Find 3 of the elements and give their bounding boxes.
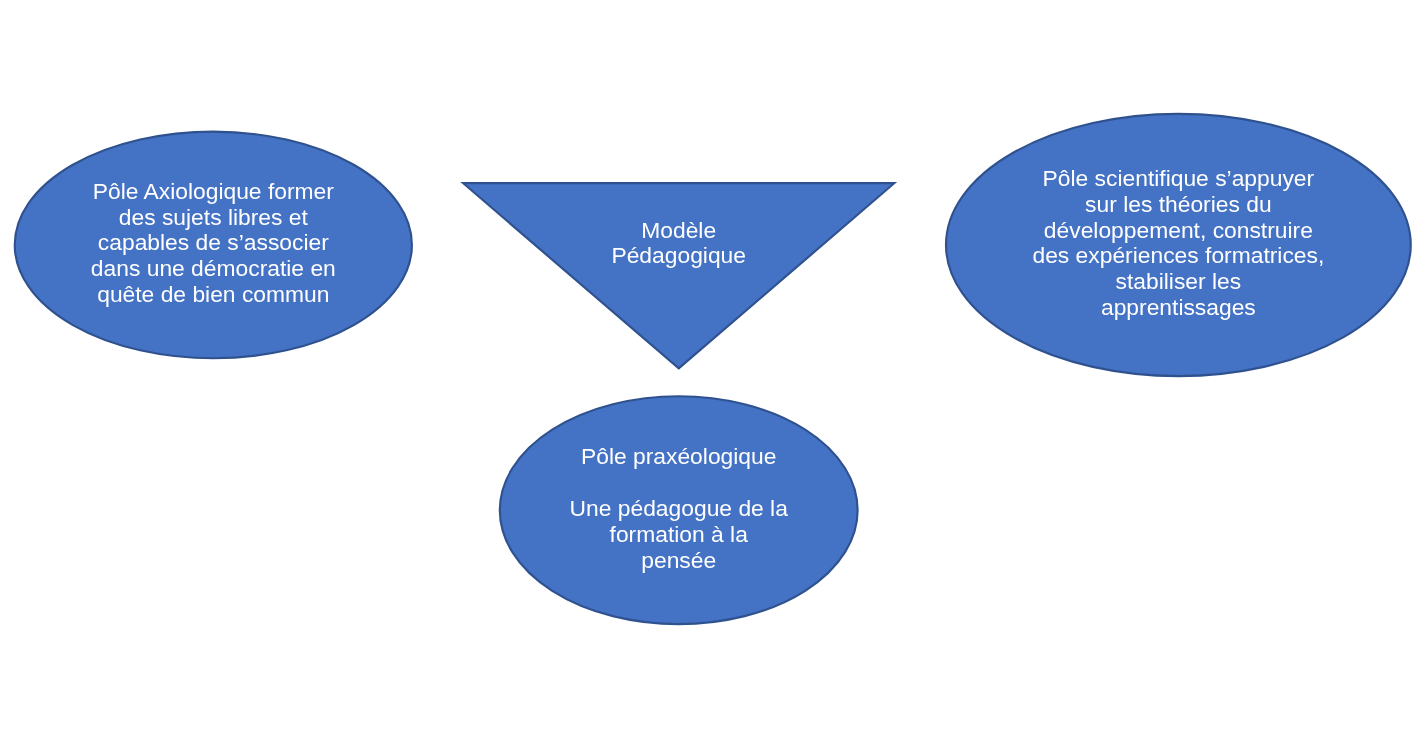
node-ellipse: Pôle scientifique s’appuyer sur les théories du développement, construire des expériences formatrices, stabiliser les apprentissages [944,112,1412,377]
node-ellipse: Pôle praxéologique Une pédagogue de la formation à la pensée [498,394,859,625]
node-ellipse: Pôle Axiologique former des sujets libres et capables de s’associer dans une démocratie en quête de bien commun [13,130,413,359]
